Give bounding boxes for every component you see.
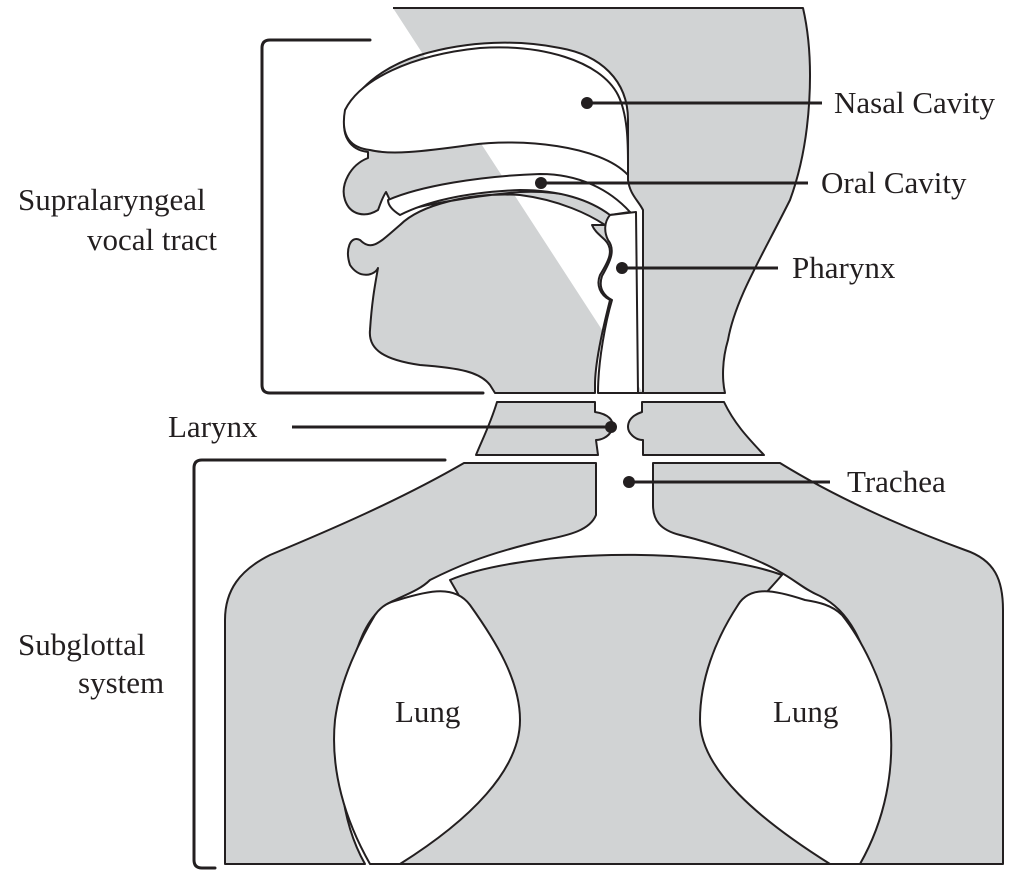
supralaryngeal-label-line2: vocal tract (87, 222, 217, 257)
oral-cavity-label: Oral Cavity (821, 165, 967, 200)
lung-right-label: Lung (773, 694, 838, 729)
pharynx-label: Pharynx (792, 250, 896, 285)
torso (225, 463, 1003, 864)
pharynx-dot (616, 262, 628, 274)
larynx-dot (605, 421, 617, 433)
subglottal-label-line2: system (78, 665, 164, 700)
oral-cavity-dot (535, 177, 547, 189)
larynx-label: Larynx (168, 409, 258, 444)
lung-left-label: Lung (395, 694, 460, 729)
trachea-dot (623, 476, 635, 488)
nasal-cavity-dot (581, 97, 593, 109)
trachea-label: Trachea (847, 464, 946, 499)
larynx-right (628, 402, 764, 455)
subglottal-label-line1: Subglottal (18, 627, 145, 662)
head (344, 8, 810, 393)
supralaryngeal-label-line1: Supralaryngeal (18, 182, 206, 217)
nasal-cavity-label: Nasal Cavity (834, 85, 995, 120)
